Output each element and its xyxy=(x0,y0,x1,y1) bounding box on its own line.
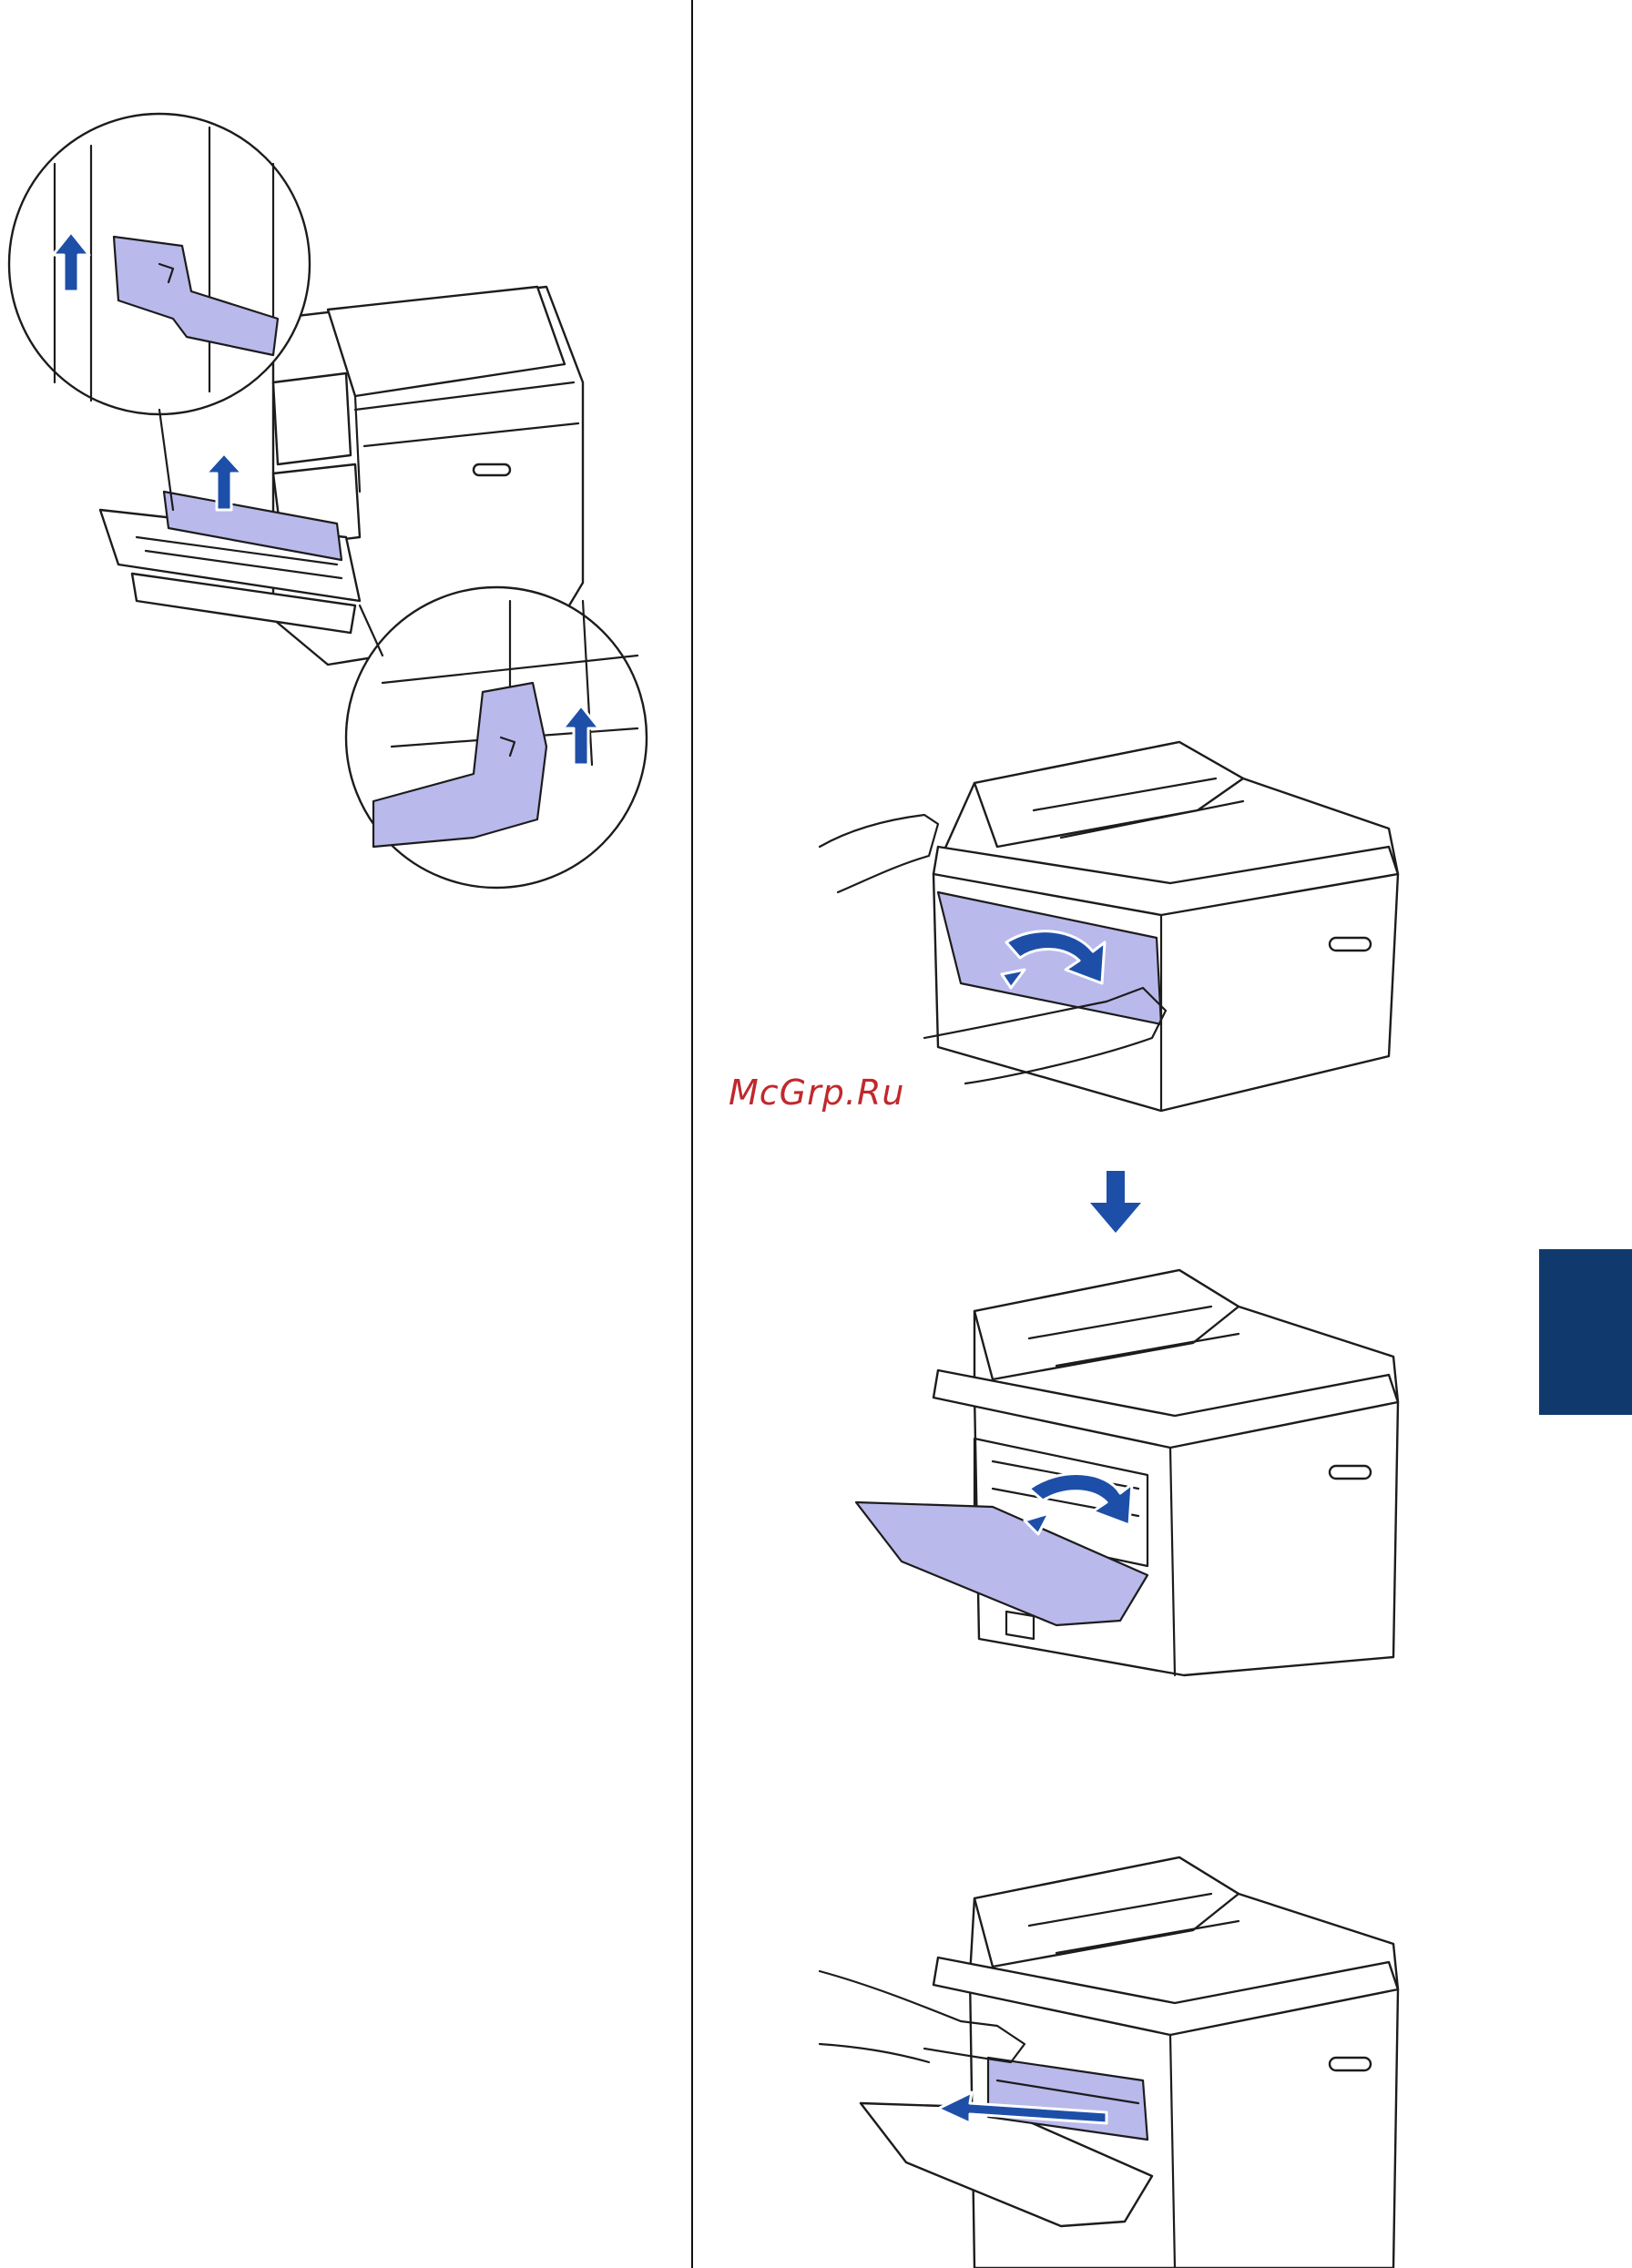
column-divider xyxy=(691,0,693,2268)
watermark-text: McGrp.Ru xyxy=(729,1073,904,1113)
printer-front-hand-icon xyxy=(815,710,1416,1129)
rear-fuser-levers-illustration xyxy=(0,109,674,892)
front-cover-open-illustration xyxy=(847,1256,1412,1684)
drum-removal-illustration xyxy=(815,1839,1416,2268)
printer-back-open-icon xyxy=(0,109,674,892)
down-arrow-icon xyxy=(1088,1171,1143,1235)
printer-drum-pull-icon xyxy=(815,1839,1416,2268)
front-cover-grab-illustration xyxy=(815,710,1416,1129)
printer-front-open-icon xyxy=(847,1256,1412,1684)
chapter-side-tab xyxy=(1539,1249,1632,1415)
